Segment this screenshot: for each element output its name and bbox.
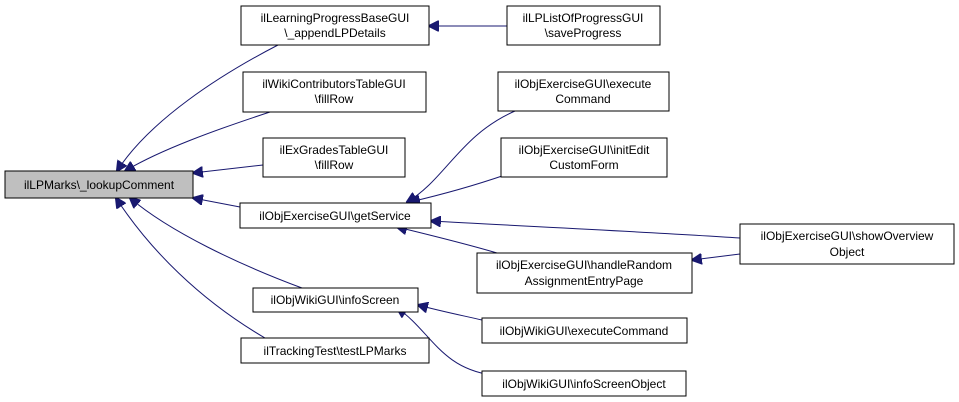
node-append-lp-details-line-2: \_appendLPDetails: [284, 26, 385, 40]
node-handle-random-assignment-line-1: ilObjExerciseGUI\handleRandom: [496, 258, 672, 272]
node-get-service-line-1: ilObjExerciseGUI\getService: [259, 209, 411, 223]
node-wiki-info-screen-object[interactable]: ilObjWikiGUI\infoScreenObject: [481, 370, 687, 397]
node-wiki-contributors-fill-row-line-2: \fillRow: [315, 92, 354, 106]
node-tracking-test-lp-marks-line-1: ilTrackingTest\testLPMarks: [264, 344, 407, 358]
edge-showoverview-to-getservice: [431, 221, 741, 239]
node-append-lp-details[interactable]: ilLearningProgressBaseGUI \_appendLPDeta…: [240, 5, 430, 46]
node-wiki-execute-command[interactable]: ilObjWikiGUI\executeCommand: [481, 317, 688, 344]
node-show-overview-object-line-2: Object: [830, 245, 865, 259]
node-exercise-execute-command[interactable]: ilObjExerciseGUI\execute Command: [497, 71, 670, 112]
node-wiki-info-screen-object-line-1: ilObjWikiGUI\infoScreenObject: [502, 377, 666, 391]
node-init-edit-custom-form-line-1: ilObjExerciseGUI\initEdit: [519, 143, 650, 157]
node-ex-grades-fill-row[interactable]: ilExGradesTableGUI \fillRow: [262, 137, 406, 178]
edge-wikiinfo-to-root: [130, 198, 303, 289]
edge-wikicontrib-to-root: [125, 111, 271, 171]
edge-wikiexec-to-wikiinfo: [418, 305, 483, 321]
node-show-overview-object-line-1: ilObjExerciseGUI\showOverview: [761, 229, 934, 243]
node-handle-random-assignment-line-2: AssignmentEntryPage: [525, 274, 644, 288]
node-ex-grades-fill-row-line-1: ilExGradesTableGUI: [280, 143, 389, 157]
node-lookup-comment-line-1: ilLPMarks\_lookupComment: [24, 178, 175, 192]
node-wiki-execute-command-line-1: ilObjWikiGUI\executeCommand: [500, 324, 669, 338]
node-ex-grades-fill-row-line-2: \fillRow: [315, 158, 354, 172]
edge-tracking-to-root: [116, 198, 266, 339]
edge-showoverview-to-handlerandom: [692, 254, 741, 260]
edge-getservice-to-root: [193, 198, 241, 208]
edge-exgrades-to-root: [193, 164, 264, 173]
edges-layer: [116, 26, 741, 376]
node-handle-random-assignment[interactable]: ilObjExerciseGUI\handleRandom Assignment…: [476, 252, 693, 294]
edge-handlerandom-to-getservice: [397, 227, 498, 254]
edge-execcmd-to-getservice: [407, 110, 516, 202]
node-wiki-info-screen-line-1: ilObjWikiGUI\infoScreen: [271, 293, 400, 307]
node-wiki-contributors-fill-row[interactable]: ilWikiContributorsTableGUI \fillRow: [242, 71, 427, 113]
node-save-progress-line-2: \saveProgress: [545, 26, 622, 40]
node-lookup-comment[interactable]: ilLPMarks\_lookupComment: [4, 170, 194, 199]
node-tracking-test-lp-marks[interactable]: ilTrackingTest\testLPMarks: [240, 337, 430, 364]
nodes-layer: ilLPMarks\_lookupComment ilLearningProgr…: [4, 5, 955, 397]
node-save-progress-line-1: ilLPListOfProgressGUI: [523, 11, 644, 25]
edge-initedit-to-getservice: [410, 174, 506, 202]
node-show-overview-object[interactable]: ilObjExerciseGUI\showOverview Object: [739, 223, 955, 265]
node-exercise-execute-command-line-1: ilObjExerciseGUI\execute: [515, 77, 652, 91]
node-save-progress[interactable]: ilLPListOfProgressGUI \saveProgress: [506, 5, 661, 46]
node-wiki-info-screen[interactable]: ilObjWikiGUI\infoScreen: [252, 287, 419, 313]
node-init-edit-custom-form[interactable]: ilObjExerciseGUI\initEdit CustomForm: [500, 137, 668, 178]
edge-lpbase-to-root: [117, 44, 279, 171]
node-get-service[interactable]: ilObjExerciseGUI\getService: [239, 202, 432, 229]
node-append-lp-details-line-1: ilLearningProgressBaseGUI: [261, 11, 410, 25]
node-exercise-execute-command-line-2: Command: [555, 92, 610, 106]
edge-wikiinfoobj-to-wikiinfo: [397, 308, 493, 376]
node-wiki-contributors-fill-row-line-1: ilWikiContributorsTableGUI: [262, 77, 405, 91]
node-init-edit-custom-form-line-2: CustomForm: [549, 158, 618, 172]
